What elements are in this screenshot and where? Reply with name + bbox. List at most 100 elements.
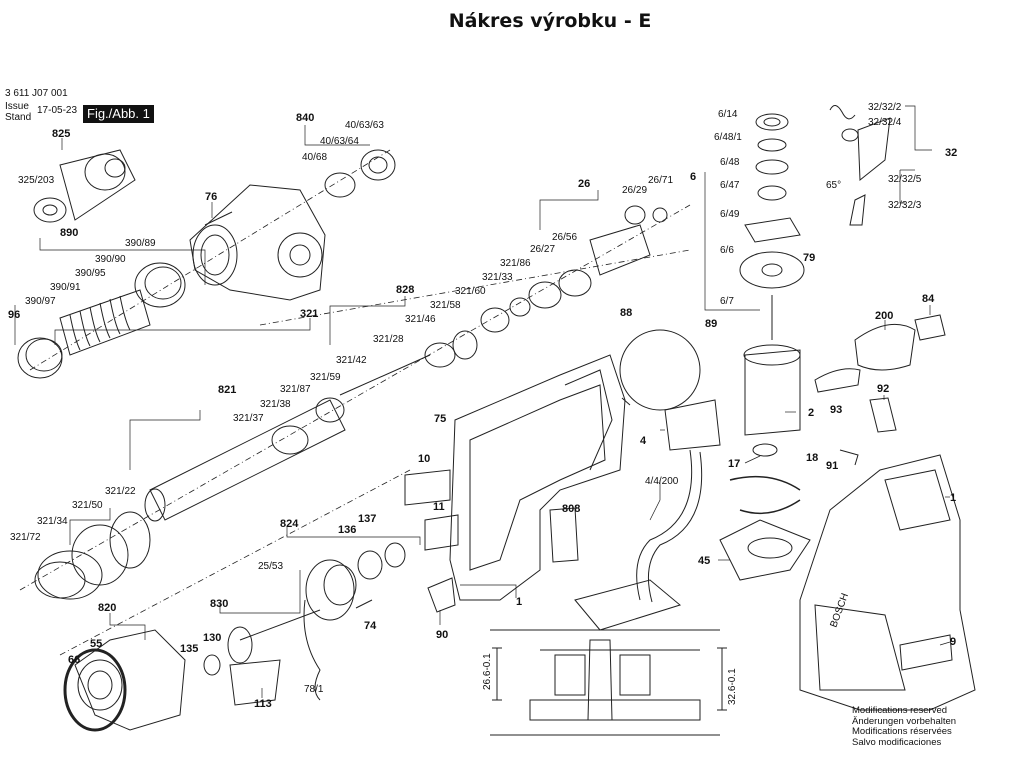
label-32: 32 — [945, 147, 957, 159]
label-6-48: 6/48 — [720, 157, 740, 168]
label-390-90: 390/90 — [95, 254, 126, 265]
label-65-degrees: 65° — [826, 180, 841, 191]
label-200: 200 — [875, 310, 893, 322]
label-26: 26 — [578, 178, 590, 190]
label-830: 830 — [210, 598, 228, 610]
disclaimer-de: Änderungen vorbehalten — [852, 715, 957, 727]
label-40-68: 40/68 — [302, 152, 327, 163]
disclaimer-block: Modifications reserved Änderungen vorbeh… — [852, 705, 957, 748]
label-321-72: 321/72 — [10, 532, 41, 543]
motor-assembly — [719, 113, 811, 581]
drawing-date: 17-05-23 — [37, 105, 78, 116]
label-325-203: 325/203 — [18, 175, 55, 186]
label-66: 66 — [68, 654, 80, 666]
label-321: 321 — [300, 308, 318, 320]
label-6-7: 6/7 — [720, 296, 734, 307]
grip-parts — [814, 314, 946, 466]
label-4-4-200: 4/4/200 — [645, 476, 679, 487]
label-17: 17 — [728, 458, 740, 470]
label-45: 45 — [698, 555, 710, 567]
label-390-89: 390/89 — [125, 238, 156, 249]
label-74: 74 — [364, 620, 377, 632]
label-88: 88 — [620, 307, 632, 319]
label-130: 130 — [203, 632, 221, 644]
label-321-33: 321/33 — [482, 272, 513, 283]
disclaimer-fr: Modifications réservées — [852, 726, 952, 737]
axis-lines — [19, 149, 691, 656]
disclaimer-en: Modifications reserved — [852, 705, 948, 716]
label-825: 825 — [52, 128, 70, 140]
gear-assembly — [203, 542, 406, 706]
label-32-32-3: 32/32/3 — [888, 200, 922, 211]
label-90: 90 — [436, 629, 448, 641]
label-26-29: 26/29 — [622, 185, 647, 196]
label-6-6: 6/6 — [720, 245, 734, 256]
label-2: 2 — [808, 407, 814, 419]
label-390-97: 390/97 — [25, 296, 56, 307]
label-40-63-64: 40/63/64 — [320, 136, 359, 147]
label-1-right: 1 — [950, 492, 956, 504]
label-824: 824 — [280, 518, 299, 530]
label-6: 6 — [690, 171, 696, 183]
label-55: 55 — [90, 638, 102, 650]
label-26-56: 26/56 — [552, 232, 577, 243]
gear-housing — [189, 149, 396, 301]
label-32-32-2: 32/32/2 — [868, 102, 902, 113]
section-detail — [490, 629, 727, 736]
label-76: 76 — [205, 191, 217, 203]
label-26-27: 26/27 — [530, 244, 555, 255]
disclaimer-es: Salvo modificaciones — [852, 736, 942, 748]
label-79: 79 — [803, 252, 815, 264]
label-6-49: 6/49 — [720, 209, 740, 220]
issue-label: Issue — [5, 101, 29, 112]
switch-wiring — [574, 399, 721, 631]
label-1-housing: 1 — [516, 596, 522, 608]
label-137: 137 — [358, 513, 376, 525]
selector-switch — [829, 105, 891, 226]
page-title: Nákres výrobku - E — [448, 10, 652, 32]
label-32-32-5: 32/32/5 — [888, 174, 922, 185]
label-321-28: 321/28 — [373, 334, 404, 345]
label-6-14: 6/14 — [718, 109, 738, 120]
label-75: 75 — [434, 413, 446, 425]
label-828: 828 — [396, 284, 414, 296]
label-820: 820 — [98, 602, 116, 614]
label-89: 89 — [705, 318, 717, 330]
callout-lines — [14, 105, 951, 698]
label-18: 18 — [806, 452, 818, 464]
label-4: 4 — [640, 435, 647, 447]
label-321-22: 321/22 — [105, 486, 136, 497]
drawing-info: 3 611 J07 001 Issue Stand 17-05-23 — [5, 88, 81, 123]
label-321-50: 321/50 — [72, 500, 103, 511]
label-321-46: 321/46 — [405, 314, 436, 325]
label-26-71: 26/71 — [648, 175, 673, 186]
label-390-95: 390/95 — [75, 268, 106, 279]
label-6-48-1: 6/48/1 — [714, 132, 742, 143]
label-840: 840 — [296, 112, 314, 124]
stand-label: Stand — [5, 112, 32, 123]
housing-half-right — [799, 454, 976, 711]
piston-part — [589, 205, 668, 276]
label-808: 808 — [562, 503, 580, 515]
label-25-53: 25/53 — [258, 561, 283, 572]
label-10: 10 — [418, 453, 430, 465]
label-321-34: 321/34 — [37, 516, 68, 527]
label-96: 96 — [8, 309, 20, 321]
label-40-63-63: 40/63/63 — [345, 120, 384, 131]
figure-badge: Fig./Abb. 1 — [83, 105, 154, 123]
label-84: 84 — [922, 293, 935, 305]
label-32-32-4: 32/32/4 — [868, 117, 902, 128]
label-390-91: 390/91 — [50, 282, 81, 293]
label-91: 91 — [826, 460, 838, 472]
label-136: 136 — [338, 524, 356, 536]
label-92: 92 — [877, 383, 889, 395]
label-321-60: 321/60 — [455, 286, 486, 297]
label-321-58: 321/58 — [430, 300, 461, 311]
label-plates — [404, 469, 579, 613]
spindle-assembly — [34, 269, 592, 600]
label-321-87: 321/87 — [280, 384, 311, 395]
label-321-86: 321/86 — [500, 258, 531, 269]
label-321-59: 321/59 — [310, 372, 341, 383]
label-113: 113 — [254, 698, 272, 710]
